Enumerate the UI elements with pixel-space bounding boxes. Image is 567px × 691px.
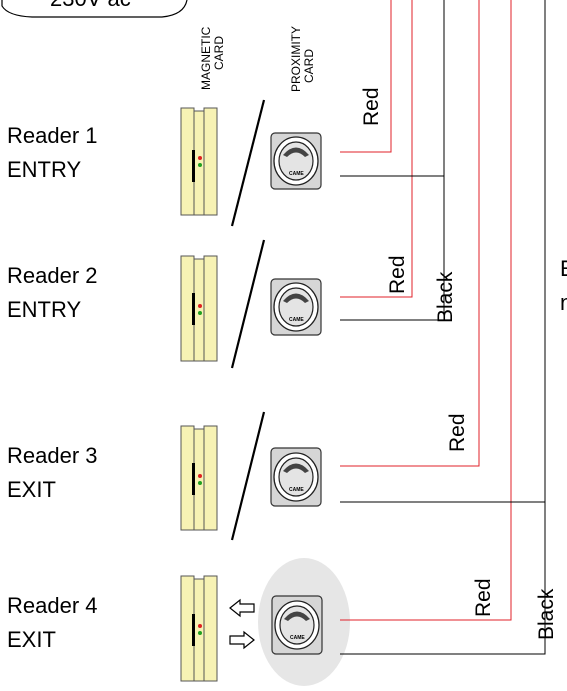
wire-label-red-3: Red: [446, 413, 469, 452]
proximity-reader-3: CAME: [270, 447, 322, 507]
wire-label-red-1: Red: [360, 87, 383, 126]
reader-2-mode: ENTRY: [7, 297, 81, 322]
magnetic-reader-3: [180, 425, 218, 531]
reader-4-arrow-right-icon: [229, 630, 255, 650]
header-proximity-line2: CARD: [302, 49, 316, 83]
reader-2-name: Reader 2: [7, 263, 98, 288]
reader-3-mode: EXIT: [7, 477, 56, 502]
red-wire-reader-3: [340, 0, 480, 467]
reader-1-name: Reader 1: [7, 123, 98, 148]
black-wire-reader-4: [340, 502, 546, 655]
header-magnetic-line2: CARD: [212, 36, 226, 70]
red-wire-reader-4: [340, 0, 512, 621]
or-slash-1: [230, 99, 266, 227]
magnetic-reader-4: [180, 575, 218, 682]
reader-4-arrow-left-icon: [229, 598, 255, 618]
wire-label-black-1: Black: [434, 271, 457, 323]
red-wire-reader-1: [340, 0, 392, 153]
proximity-reader-4: CAME: [271, 595, 323, 655]
reader-4-mode: EXIT: [7, 627, 56, 652]
power-supply-box: 230V ac: [1, 0, 188, 18]
proximity-reader-2-brand: CAME: [289, 317, 304, 323]
black-wire-reader-1: [340, 0, 445, 177]
power-supply-label: 230V ac: [50, 0, 131, 11]
wire-label-red-4: Red: [472, 578, 495, 617]
or-slash-2: [230, 239, 266, 369]
reader-2-label: Reader 2 ENTRY: [7, 263, 98, 322]
right-cut-text-line2: n: [560, 290, 567, 315]
or-slash-3: [230, 411, 266, 541]
red-wires: [340, 0, 512, 621]
proximity-reader-3-brand: CAME: [289, 487, 304, 493]
reader-3-label: Reader 3 EXIT: [7, 443, 98, 502]
right-cut-text-line1: E: [560, 256, 567, 281]
proximity-reader-4-brand: CAME: [290, 635, 305, 641]
reader-3-name: Reader 3: [7, 443, 98, 468]
red-wire-reader-2: [340, 0, 413, 298]
wire-label-black-2: Black: [535, 588, 558, 640]
header-magnetic-line1: MAGNETIC: [199, 26, 213, 90]
magnetic-reader-1: [180, 107, 218, 216]
reader-1-label: Reader 1 ENTRY: [7, 123, 98, 182]
reader-4-label: Reader 4 EXIT: [7, 593, 98, 652]
proximity-reader-1-brand: CAME: [289, 171, 304, 177]
black-wire-reader-2: [340, 176, 445, 321]
proximity-reader-1: CAME: [270, 132, 322, 190]
reader-1-mode: ENTRY: [7, 157, 81, 182]
black-wire-reader-3: [340, 0, 546, 503]
black-wires: [340, 0, 546, 655]
proximity-reader-2: CAME: [270, 278, 322, 336]
magnetic-reader-2: [180, 255, 218, 362]
header-proximity-line1: PROXIMITY: [289, 26, 303, 92]
wire-label-red-2: Red: [386, 255, 409, 294]
column-header-proximity: PROXIMITY CARD: [289, 26, 316, 92]
column-header-magnetic: MAGNETIC CARD: [199, 26, 226, 90]
reader-4-name: Reader 4: [7, 593, 98, 618]
